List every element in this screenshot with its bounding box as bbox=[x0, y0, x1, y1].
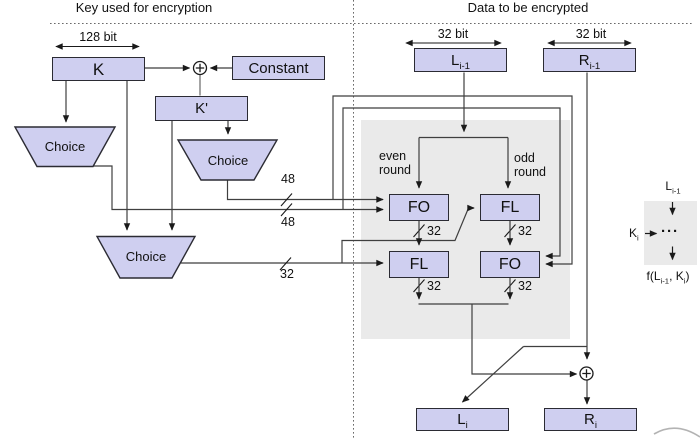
key-k-label: K bbox=[92, 59, 105, 79]
l-out-box: Li bbox=[416, 408, 509, 431]
constant-label: Constant bbox=[248, 59, 309, 77]
left-section-title: Key used for encryption bbox=[75, 0, 213, 15]
fl-even-label: FL bbox=[409, 255, 429, 273]
bus32-label: 32 bbox=[518, 279, 532, 293]
r-out-label: Ri bbox=[584, 411, 597, 431]
l-in-label: Li-1 bbox=[450, 51, 470, 72]
fo-odd-label: FO bbox=[498, 255, 522, 273]
choice2-label: Choice bbox=[207, 153, 249, 168]
fl-odd-label: FL bbox=[500, 198, 520, 216]
bit-width-arrows bbox=[55, 39, 632, 50]
xor-icon bbox=[579, 366, 594, 381]
legend-input-label: Li-1 bbox=[665, 179, 681, 196]
fo-odd-box: FO bbox=[480, 251, 540, 278]
constant-box: Constant bbox=[232, 56, 325, 80]
key-kprime-label: K' bbox=[195, 100, 208, 117]
legend-key-label: Ki bbox=[629, 226, 639, 243]
r-out-box: Ri bbox=[544, 408, 637, 431]
choice1-label: Choice bbox=[44, 139, 86, 154]
right-section-title: Data to be encrypted bbox=[467, 0, 589, 15]
ko-bits-label: 48 bbox=[281, 172, 295, 186]
bus32-label: 32 bbox=[427, 224, 441, 238]
key-k-box: K bbox=[52, 57, 145, 81]
key-width-label: 128 bit bbox=[79, 30, 117, 44]
r-width-label: 32 bit bbox=[575, 27, 607, 41]
corner-arc bbox=[653, 427, 700, 438]
r-in-label: Ri-1 bbox=[578, 51, 601, 72]
bus32-label: 32 bbox=[518, 224, 532, 238]
fl-even-box: FL bbox=[389, 251, 449, 278]
odd-round-label: odd round bbox=[514, 151, 546, 180]
even-round-label: even round bbox=[379, 149, 411, 178]
kl-bits-label: 32 bbox=[280, 267, 294, 281]
choice3-label: Choice bbox=[125, 249, 167, 264]
xor-icon bbox=[192, 60, 208, 76]
fo-even-box: FO bbox=[389, 194, 449, 221]
l-in-box: Li-1 bbox=[414, 48, 507, 72]
fo-even-label: FO bbox=[407, 198, 431, 216]
legend-output-label: f(Li-1, Ki) bbox=[646, 269, 690, 286]
legend-dots: ··· bbox=[661, 223, 679, 240]
l-out-label: Li bbox=[457, 411, 468, 431]
l-width-label: 32 bit bbox=[437, 27, 469, 41]
r-in-box: Ri-1 bbox=[543, 48, 636, 72]
bus32-label: 32 bbox=[427, 279, 441, 293]
ki-bits-label: 48 bbox=[281, 215, 295, 229]
fl-odd-box: FL bbox=[480, 194, 540, 221]
key-kprime-box: K' bbox=[155, 96, 248, 121]
